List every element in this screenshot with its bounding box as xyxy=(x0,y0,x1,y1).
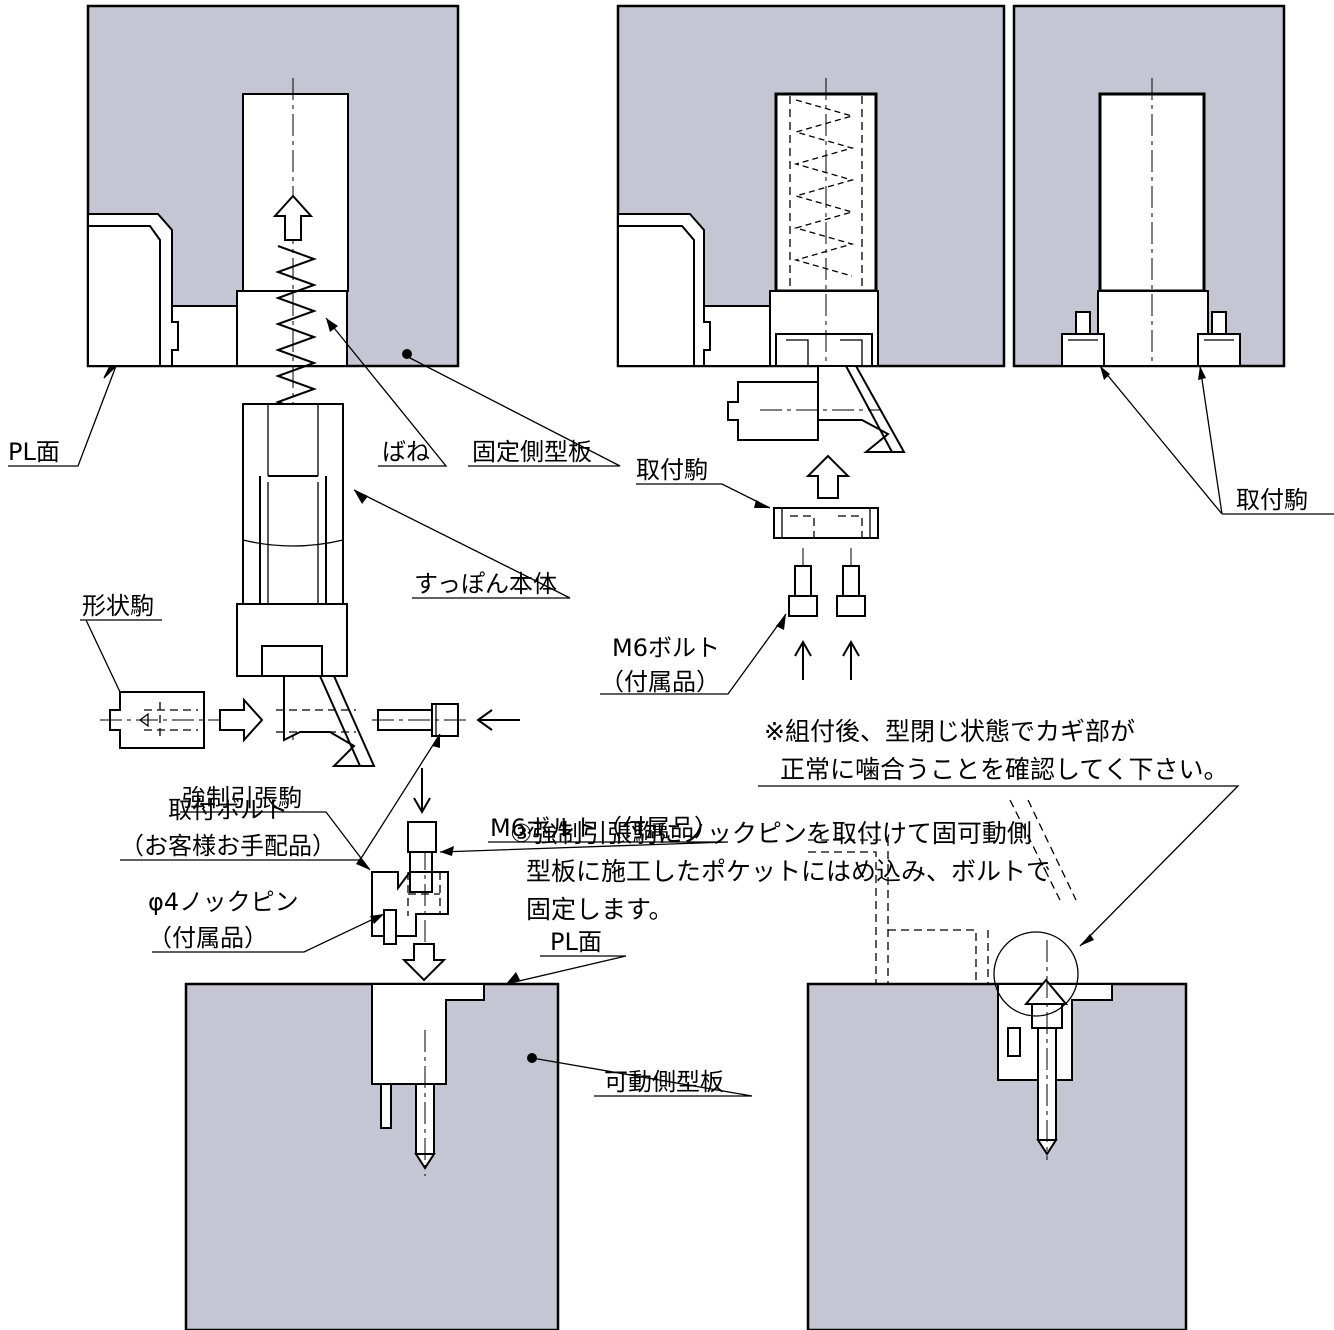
label-attach-bolt-line2: （お客様お手配品） xyxy=(120,832,336,860)
moving-plate-left xyxy=(184,982,560,1330)
arrowheads xyxy=(326,318,1206,984)
label-pl-face-top: PL面 xyxy=(8,438,60,466)
instruction-step3-line2: 型板に施工したポケットにはめ込み、ボルトで xyxy=(526,857,1051,886)
note-line2: 正常に噛合うことを確認してく下さい。 xyxy=(780,755,1229,784)
instruction-step3-line1-visible: ③強制引張駒にノックピンを取付けて固可動側 xyxy=(510,819,1032,848)
fixed-plate-right xyxy=(1012,4,1286,368)
label-fixed-plate: 固定側型板 xyxy=(472,438,592,466)
fixed-plate-middle xyxy=(616,4,1006,368)
label-shape-block: 形状駒 xyxy=(82,592,154,620)
label-suppon-body: すっぽん本体 xyxy=(414,570,557,598)
m6-bolt-bottom xyxy=(407,821,437,893)
up-arrow-mid-icon xyxy=(805,454,851,499)
label-attach-block-right: 取付駒 xyxy=(1236,486,1308,514)
hook-block-middle xyxy=(727,365,906,453)
note-line1: ※組付後、型閉じ状態でカギ部が xyxy=(764,717,1135,746)
label-m6-bolt-bottom: M6ボルト（付属品） xyxy=(490,814,718,842)
label-forced-pull-block: 強制引張駒 xyxy=(182,784,302,812)
label-knock-pin-line2: （付属品） xyxy=(148,924,268,952)
label-m6-bolt-line2: （付属品） xyxy=(600,668,720,696)
label-spring: ばね xyxy=(382,438,430,466)
label-m6-bolt-line1: M6ボルト xyxy=(612,634,720,662)
suppon-body xyxy=(236,403,348,677)
label-attach-block-mid: 取付駒 xyxy=(636,456,708,484)
moving-plate-right xyxy=(806,799,1188,1330)
label-knock-pin-line1: φ4ノックピン xyxy=(148,888,299,916)
up-arrows-mid-icon xyxy=(794,639,860,680)
forced-pull-block-exploded xyxy=(371,848,449,960)
down-arrow-icon xyxy=(401,768,447,982)
label-pl-face-bottom: PL面 xyxy=(550,928,602,956)
up-arrow-icon xyxy=(272,194,314,241)
label-moving-plate: 可動側型板 xyxy=(604,1068,724,1096)
right-arrow-icon xyxy=(219,697,264,743)
leader-lines xyxy=(8,317,1334,1097)
attach-block-exploded xyxy=(773,507,879,600)
label-attach-bolt-line1: 取付ボルト xyxy=(168,796,288,824)
attach-bolt-horizontal xyxy=(372,703,466,737)
hook-block-left xyxy=(276,675,376,767)
fixed-plate-left xyxy=(86,4,460,740)
instruction-step3-line3: 固定します。 xyxy=(526,895,674,924)
left-arrow-icon xyxy=(476,709,520,731)
m6-bolts-mid xyxy=(788,565,866,617)
